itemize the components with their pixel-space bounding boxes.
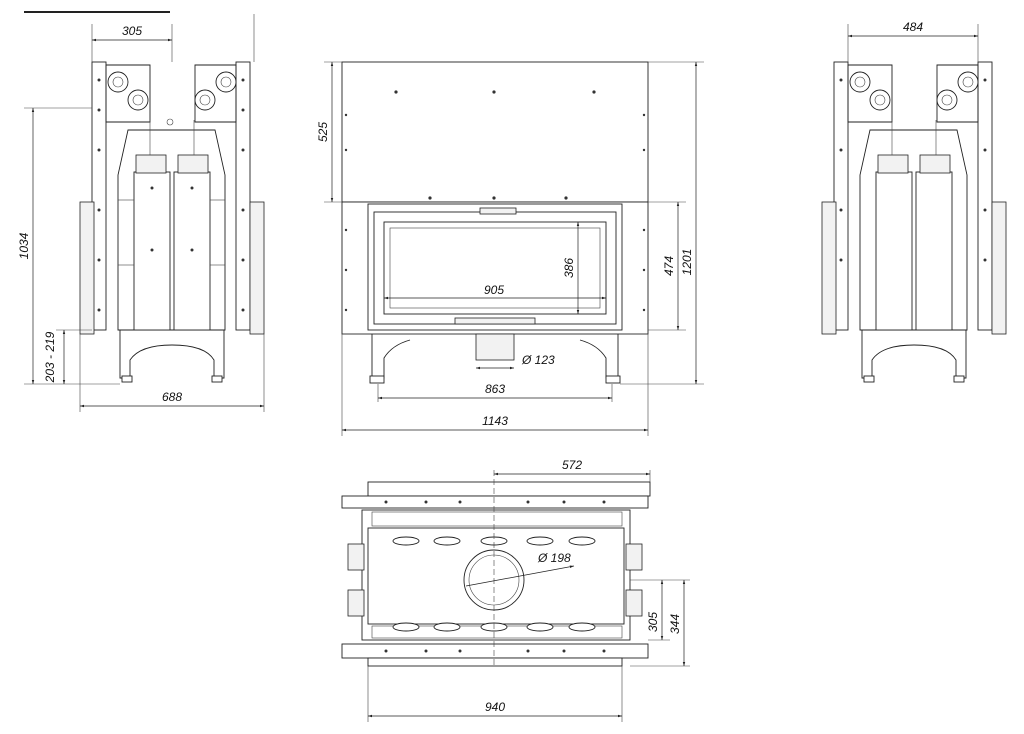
dim-305-top: 305 — [646, 612, 660, 632]
side-view-left: 305 1034 203 - 219 688 — [17, 11, 265, 412]
dim-484: 484 — [903, 20, 923, 34]
top-view: 572 Ø 198 305 344 940 — [341, 458, 690, 722]
dim-863: 863 — [485, 382, 505, 396]
dim-344: 344 — [668, 614, 682, 634]
dim-688: 688 — [162, 390, 182, 404]
dim-474: 474 — [662, 256, 676, 276]
dim-1034: 1034 — [17, 232, 31, 259]
dim-1201: 1201 — [680, 249, 694, 276]
dim-305-left: 305 — [122, 24, 142, 38]
dim-940: 940 — [485, 700, 505, 714]
dim-386: 386 — [562, 258, 576, 278]
dim-572: 572 — [562, 458, 582, 472]
dim-1143: 1143 — [482, 414, 508, 428]
dim-flue-123: Ø 123 — [521, 353, 555, 367]
dim-905: 905 — [484, 283, 504, 297]
dim-203-219: 203 - 219 — [43, 331, 57, 383]
side-view-right: 484 — [821, 20, 1007, 383]
dim-flue-198: Ø 198 — [537, 551, 571, 565]
dim-525: 525 — [316, 122, 330, 142]
front-view: 525 905 386 474 1201 Ø 123 863 1143 — [316, 61, 704, 436]
